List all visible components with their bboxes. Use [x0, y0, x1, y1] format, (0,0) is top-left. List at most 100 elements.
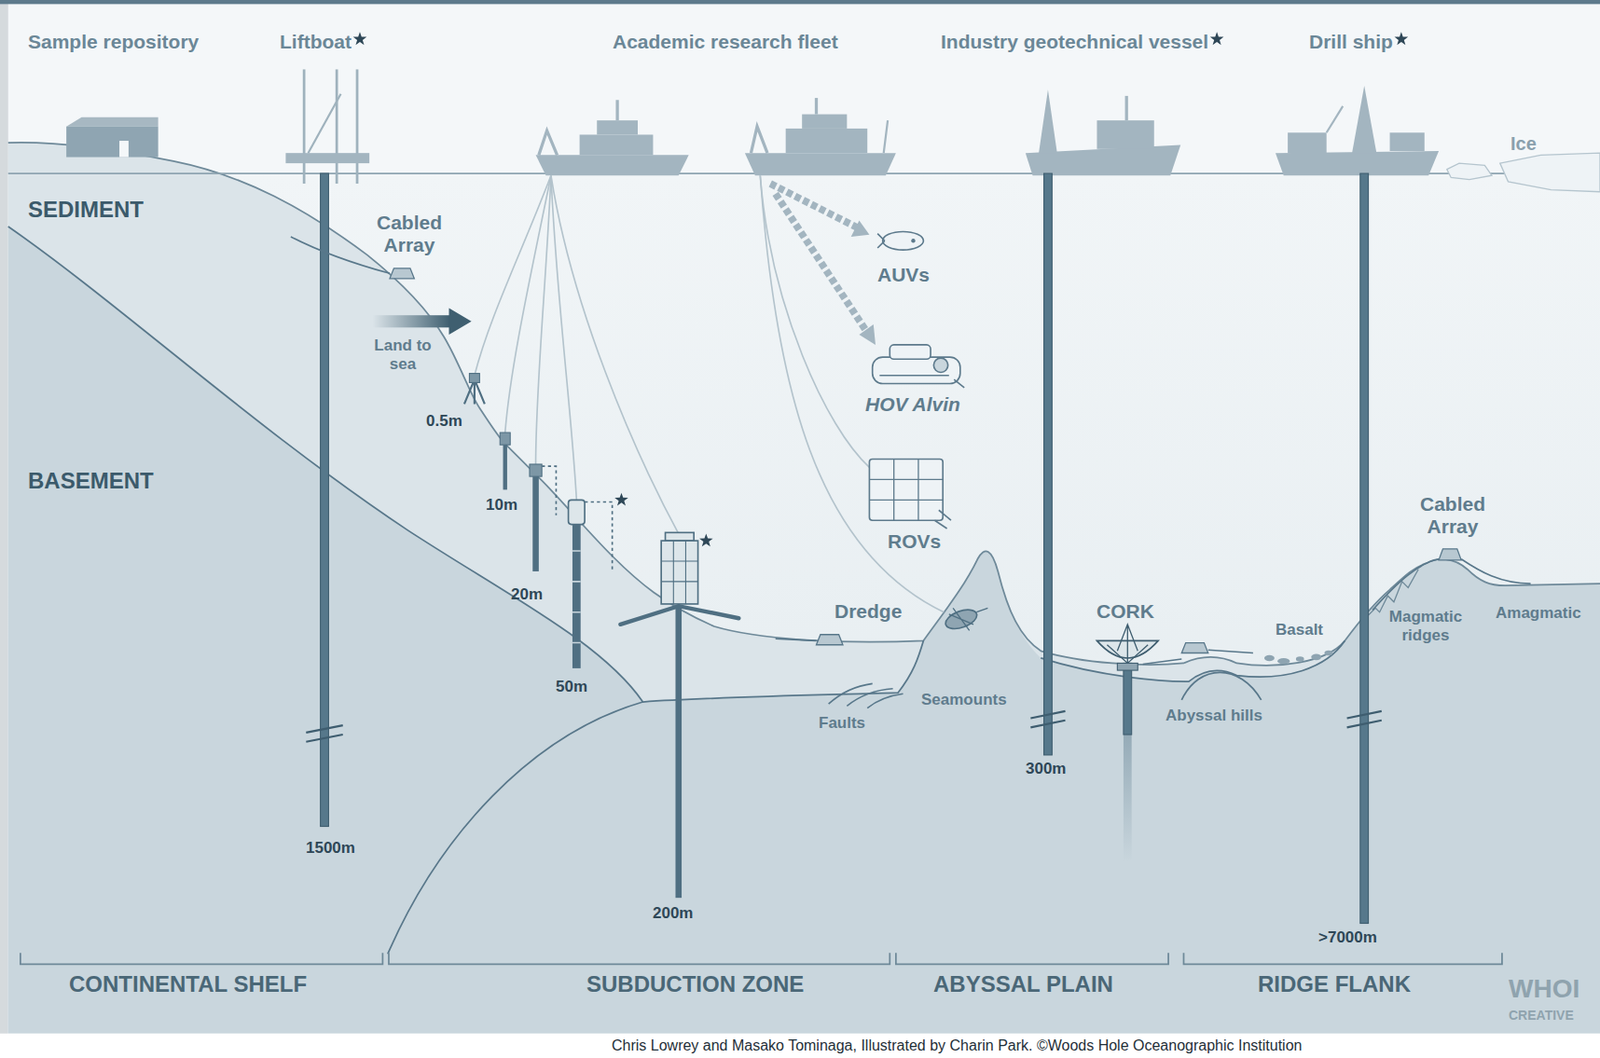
rov-vehicle — [934, 510, 952, 529]
header-label: Academic research fleet — [612, 30, 839, 54]
process-label: Land to sea — [365, 336, 441, 373]
tether-cable — [536, 175, 552, 465]
caption-strip — [0, 1034, 1600, 1058]
research-ship — [786, 128, 869, 153]
sediment-core — [572, 551, 581, 644]
feature-label: Amagmatic — [1495, 604, 1582, 623]
sediment-core — [464, 379, 485, 404]
research-ship — [538, 130, 558, 155]
sea-ice — [1500, 152, 1600, 193]
sediment-core — [572, 524, 581, 669]
research-ship — [536, 99, 690, 176]
auv-vehicle — [882, 231, 925, 250]
dredge-basket — [942, 606, 988, 633]
cork-observatory — [1106, 624, 1148, 664]
hov-submersible — [933, 358, 948, 373]
hov-submersible — [879, 375, 965, 388]
background — [0, 0, 1600, 4]
cork-observatory — [1117, 662, 1138, 671]
drill-rig — [675, 607, 682, 898]
drill-pipe — [305, 734, 343, 743]
geotechnical-vessel — [1096, 120, 1154, 150]
deployment-arrow — [851, 220, 870, 237]
region-label: SUBDUCTION ZONE — [586, 971, 804, 998]
background — [0, 0, 9, 1058]
cabled-array — [1438, 549, 1462, 561]
research-ship — [744, 97, 897, 176]
instrument-label: Cabled Array — [1406, 493, 1500, 538]
auv-vehicle — [877, 234, 885, 249]
research-ship — [814, 97, 818, 115]
feature-label: Seamounts — [921, 690, 1007, 710]
layer-label: BASEMENT — [27, 468, 154, 495]
sediment-core — [529, 464, 542, 477]
research-ship — [579, 134, 654, 155]
auv-vehicle — [877, 231, 924, 250]
tether-cable — [551, 175, 577, 500]
sediment-core — [503, 444, 508, 490]
drill-ship — [1351, 85, 1377, 153]
depth-label: 0.5m — [426, 412, 463, 431]
star-marker — [614, 493, 629, 507]
drill-ship — [1287, 132, 1327, 153]
star-marker — [353, 31, 368, 45]
cabled-array — [816, 634, 843, 646]
layer-label: SEDIMENT — [27, 196, 144, 223]
region-bracket — [20, 952, 1503, 965]
research-ship — [615, 99, 619, 121]
basalt-rocks — [1310, 654, 1322, 662]
header-label: Liftboat — [279, 30, 352, 54]
rov-vehicle — [868, 459, 943, 522]
drill-ship — [1326, 106, 1344, 133]
sediment-core — [499, 432, 511, 445]
drill-ship — [1275, 151, 1439, 176]
research-ship — [883, 120, 888, 153]
seafloor-layers — [8, 142, 1600, 1035]
cork-observatory — [1123, 662, 1132, 735]
land-to-sea-arrow — [372, 315, 450, 328]
cabled-array — [1181, 643, 1208, 654]
cabled-array — [389, 268, 414, 279]
feature-label: Magmatic ridges — [1374, 607, 1477, 645]
basalt-rocks — [1264, 655, 1275, 663]
land-to-sea-arrow — [372, 308, 471, 335]
research-ship — [750, 126, 768, 153]
watermark: CREATIVE — [1508, 1007, 1574, 1023]
rov-vehicle — [868, 459, 943, 522]
sample-repository-building — [66, 117, 158, 158]
basalt-rocks — [1296, 656, 1305, 662]
cabled-array — [290, 236, 390, 274]
sample-repository-building — [66, 117, 158, 127]
instrument-label: Dredge — [834, 600, 902, 623]
drill-pipe — [305, 725, 343, 733]
header-label: Drill ship — [1309, 30, 1394, 54]
cork-observatory — [1096, 624, 1159, 863]
depth-label: 50m — [555, 677, 588, 697]
sediment-core — [541, 466, 556, 516]
feature-label: Faults — [818, 714, 866, 733]
sediment-core — [464, 373, 613, 669]
sample-repository-building — [66, 126, 158, 158]
region-bracket — [388, 952, 890, 965]
hov-submersible — [872, 344, 965, 388]
deployment-arrow — [770, 183, 876, 345]
depth-label: 20m — [510, 585, 543, 605]
seafloor-layers — [1181, 672, 1261, 701]
drill-pipe — [1030, 711, 1065, 719]
depth-label: 10m — [485, 496, 518, 515]
cabled-array — [1372, 559, 1532, 611]
header-label: Industry geotechnical vessel — [940, 30, 1209, 54]
deployment-arrow — [775, 193, 868, 333]
drill-pipe — [1030, 720, 1065, 729]
star-marker — [699, 533, 714, 547]
instrument-label: ROVs — [887, 530, 941, 553]
region-label: ABYSSAL PLAIN — [933, 971, 1114, 998]
header-label: Sample repository — [27, 30, 199, 54]
tether-cable — [551, 175, 680, 536]
seafloor-layers — [8, 142, 1600, 1035]
cabled-array — [290, 236, 1532, 665]
drill-rig — [661, 540, 698, 605]
basalt-rocks — [1277, 658, 1290, 665]
